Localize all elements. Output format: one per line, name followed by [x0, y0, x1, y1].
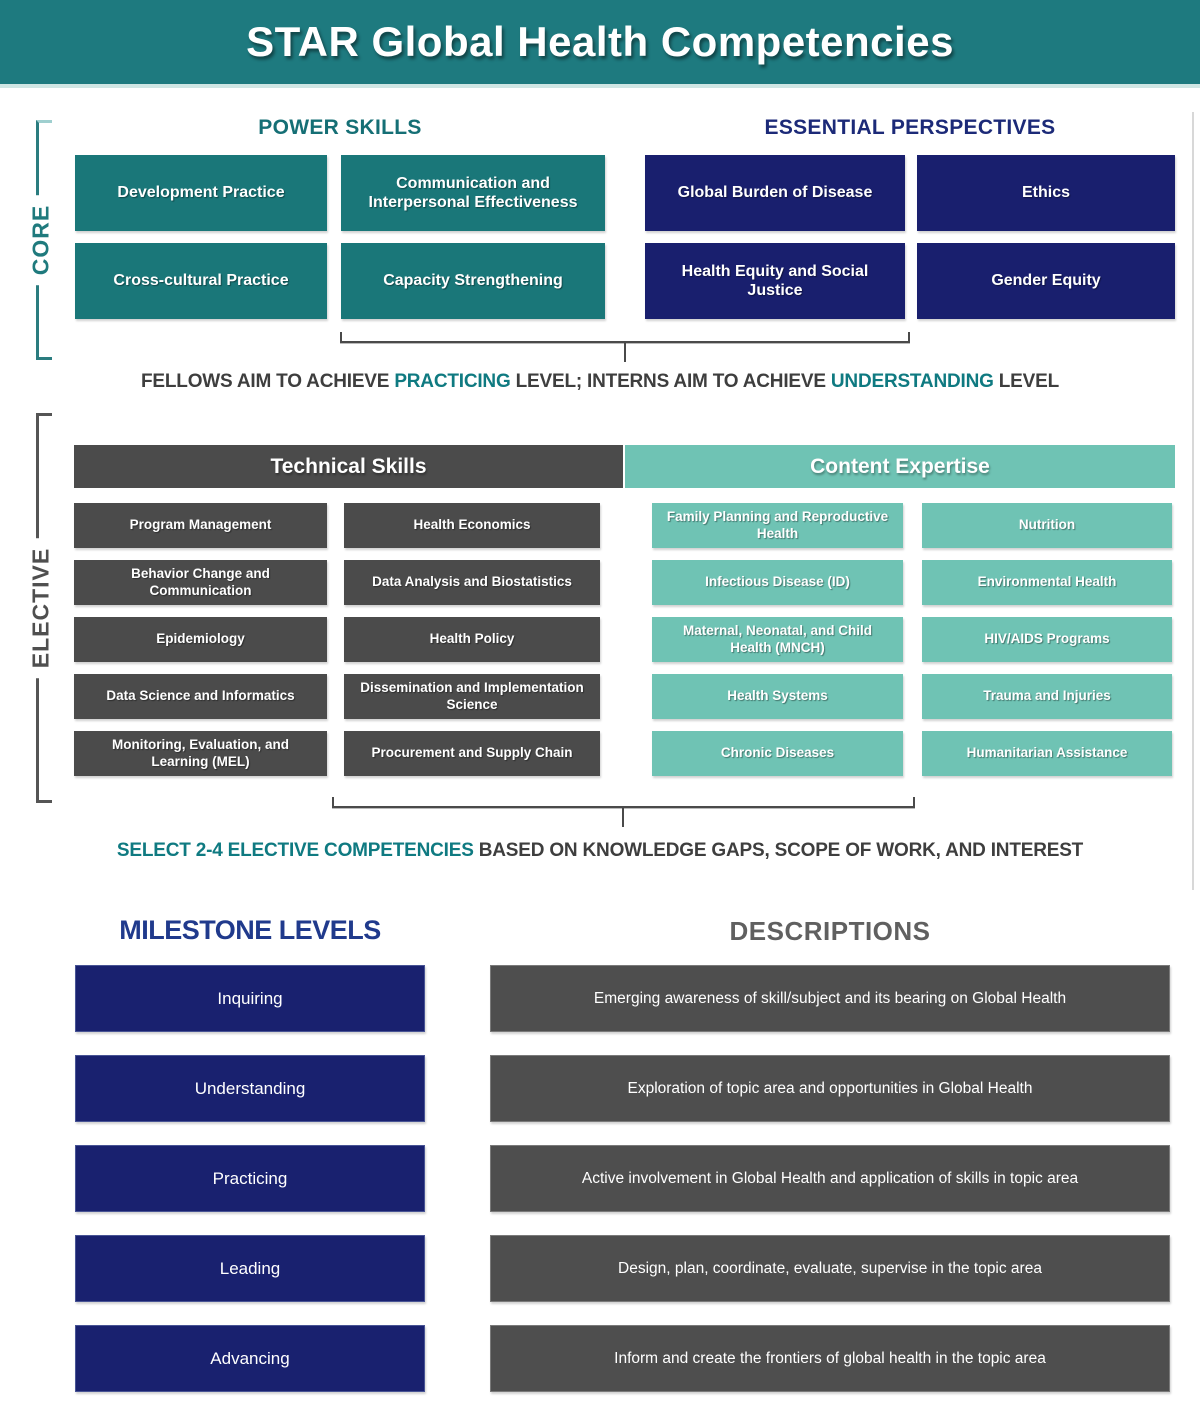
core-note-text: LEVEL	[993, 371, 1059, 392]
content-expertise-grid: Family Planning and Reproductive Health …	[652, 503, 1172, 776]
page-title: STAR Global Health Competencies	[246, 18, 954, 65]
elective-content-box: Health Systems	[652, 674, 903, 719]
core-perspective-box: Ethics	[917, 155, 1175, 231]
elective-content-box: Nutrition	[922, 503, 1172, 548]
power-skills-heading: POWER SKILLS	[258, 116, 422, 139]
milestone-description-box: Emerging awareness of skill/subject and …	[490, 965, 1170, 1032]
elective-bracket: ELECTIVE	[25, 413, 57, 803]
milestone-level-box: Understanding	[75, 1055, 425, 1122]
elective-content-box: Infectious Disease (ID)	[652, 560, 903, 605]
core-note-text: LEVEL; INTERNS AIM TO ACHIEVE	[510, 371, 831, 392]
elective-technical-box: Epidemiology	[74, 617, 327, 662]
elective-bracket-label: ELECTIVE	[25, 537, 57, 679]
milestone-description-box: Active involvement in Global Health and …	[490, 1145, 1170, 1212]
core-perspective-box: Health Equity and Social Justice	[645, 243, 905, 319]
elective-technical-box: Data Science and Informatics	[74, 674, 327, 719]
header-banner: STAR Global Health Competencies	[0, 0, 1200, 88]
elective-technical-box: Health Policy	[344, 617, 600, 662]
elective-note: SELECT 2-4 ELECTIVE COMPETENCIES BASED O…	[0, 840, 1200, 862]
core-note-highlight: PRACTICING	[394, 371, 511, 392]
elective-content-box: Family Planning and Reproductive Health	[652, 503, 903, 548]
page-edge-line	[1192, 112, 1194, 890]
elective-note-text: BASED ON KNOWLEDGE GAPS, SCOPE OF WORK, …	[473, 840, 1084, 861]
elective-content-box: Maternal, Neonatal, and Child Health (MN…	[652, 617, 903, 662]
elective-note-highlight: SELECT 2-4 ELECTIVE COMPETENCIES	[116, 840, 474, 861]
milestone-levels-heading: MILESTONE LEVELS	[119, 915, 381, 945]
core-perspective-box: Gender Equity	[917, 243, 1175, 319]
core-perspective-box: Global Burden of Disease	[645, 155, 905, 231]
core-note: FELLOWS AIM TO ACHIEVE PRACTICING LEVEL;…	[0, 371, 1200, 393]
elective-technical-box: Behavior Change and Communication	[74, 560, 327, 605]
core-skill-box: Cross-cultural Practice	[75, 243, 327, 319]
elective-content-box: Humanitarian Assistance	[922, 731, 1172, 776]
elective-bracket-tick	[622, 808, 624, 827]
elective-content-box: Chronic Diseases	[652, 731, 903, 776]
elective-content-box: Trauma and Injuries	[922, 674, 1172, 719]
descriptions-heading: DESCRIPTIONS	[729, 916, 931, 946]
milestone-description-box: Inform and create the frontiers of globa…	[490, 1325, 1170, 1392]
essential-perspectives-grid: Global Burden of Disease Ethics Health E…	[645, 155, 1175, 319]
elective-technical-box: Monitoring, Evaluation, and Learning (ME…	[74, 731, 327, 776]
essential-perspectives-heading: ESSENTIAL PERSPECTIVES	[764, 116, 1056, 139]
core-skill-box: Capacity Strengthening	[341, 243, 605, 319]
elective-content-box: Environmental Health	[922, 560, 1172, 605]
elective-technical-box: Procurement and Supply Chain	[344, 731, 600, 776]
elective-content-box: HIV/AIDS Programs	[922, 617, 1172, 662]
milestone-description-box: Exploration of topic area and opportunit…	[490, 1055, 1170, 1122]
elective-technical-box: Health Economics	[344, 503, 600, 548]
core-bottom-bracket	[340, 332, 910, 343]
milestone-level-box: Leading	[75, 1235, 425, 1302]
elective-bottom-bracket	[332, 797, 915, 808]
core-bracket: CORE	[25, 120, 57, 360]
milestone-level-box: Advancing	[75, 1325, 425, 1392]
milestones-table: Inquiring Emerging awareness of skill/su…	[75, 965, 1170, 1392]
core-note-highlight: UNDERSTANDING	[830, 371, 994, 392]
milestone-description-box: Design, plan, coordinate, evaluate, supe…	[490, 1235, 1170, 1302]
milestone-level-box: Practicing	[75, 1145, 425, 1212]
core-bracket-tick	[624, 343, 626, 362]
core-note-text: FELLOWS AIM TO ACHIEVE	[141, 371, 395, 392]
core-skill-box: Development Practice	[75, 155, 327, 231]
power-skills-grid: Development Practice Communication and I…	[75, 155, 605, 319]
content-expertise-header: Content Expertise	[625, 445, 1175, 488]
elective-technical-box: Data Analysis and Biostatistics	[344, 560, 600, 605]
core-skill-box: Communication and Interpersonal Effectiv…	[341, 155, 605, 231]
technical-skills-header: Technical Skills	[74, 445, 623, 488]
elective-technical-box: Program Management	[74, 503, 327, 548]
elective-technical-box: Dissemination and Implementation Science	[344, 674, 600, 719]
core-bracket-label: CORE	[25, 194, 57, 286]
technical-skills-grid: Program Management Health Economics Beha…	[74, 503, 600, 776]
milestone-level-box: Inquiring	[75, 965, 425, 1032]
